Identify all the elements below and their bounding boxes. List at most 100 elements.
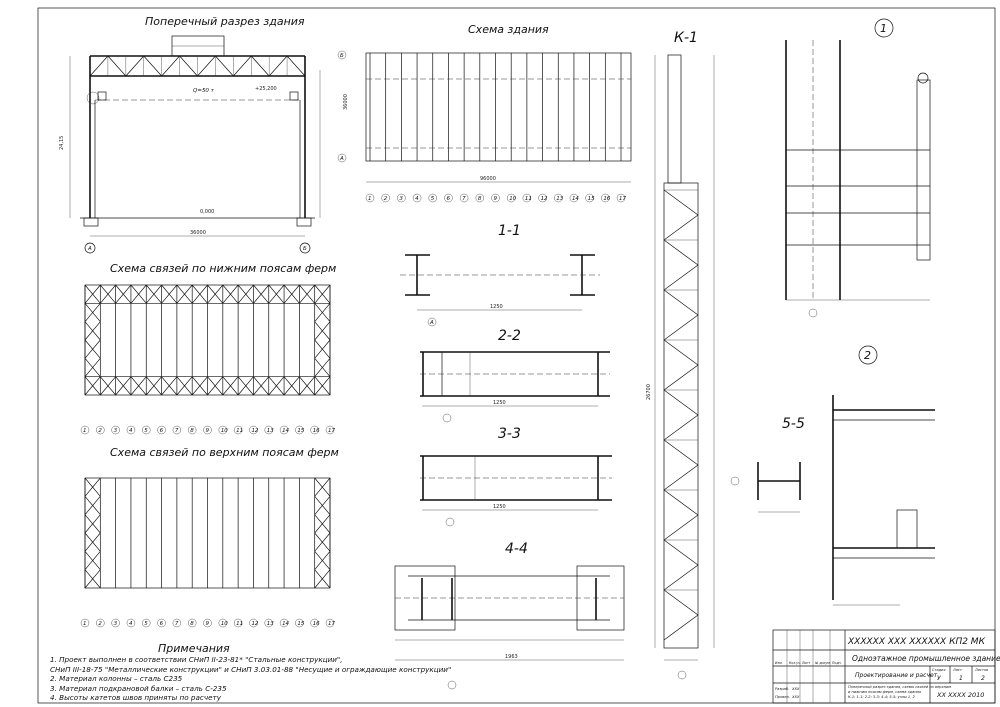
- bracing-diagonal: [237, 376, 254, 396]
- scheme-axis-bubble: [365, 193, 375, 203]
- checked-label: Провер.: [775, 695, 790, 699]
- bracing-diagonal: [314, 551, 331, 570]
- note-line-2: СНиП III-18-75 "Металлические конструкци…: [50, 664, 452, 674]
- organization: XX XXXX 2010: [936, 691, 984, 699]
- column-lattice-diagonal: [663, 289, 699, 316]
- drawing-desc-1: Поперечный разрез здания, схемы связей п…: [848, 685, 951, 689]
- bracing-axis-label: 17: [328, 621, 335, 627]
- bracing-axis-bubble: [172, 425, 182, 435]
- bracing-diagonal: [299, 376, 315, 396]
- bracing-axis-label: 11: [236, 621, 243, 627]
- truss-diagonal: [161, 55, 180, 77]
- bracing-diagonal: [145, 376, 162, 396]
- scheme-axis-bubble: [585, 193, 594, 203]
- bracing-axis-label: 10: [221, 621, 228, 627]
- truss-diagonal: [179, 55, 198, 77]
- section-2-2-title: 2-2: [498, 328, 521, 344]
- scheme-axis-row-B: Б: [340, 53, 344, 59]
- bracing-axis-label: 14: [282, 621, 289, 627]
- span-dimension: 36000: [190, 230, 206, 236]
- crane-capacity: Q=50 т: [193, 88, 215, 94]
- row-label-doc: № докум.: [814, 661, 831, 665]
- section-3-3: 3-3 1250: [420, 426, 612, 527]
- column-lattice-diagonal: [663, 614, 699, 641]
- bracing-diagonal: [253, 284, 270, 304]
- bracing-diagonal: [130, 284, 147, 304]
- bracing-axis-bubble: [80, 618, 90, 628]
- truss-diagonal: [125, 55, 145, 77]
- note-line-5: 4. Высоты катетов швов приняты по расчет…: [50, 693, 221, 703]
- bracing-diagonal: [100, 376, 116, 396]
- bracing-diagonal: [222, 376, 239, 396]
- row-label-kol: Кол.уч.: [789, 661, 801, 665]
- scheme-axis-bubble: [475, 193, 485, 203]
- section-5-5: 5-5: [730, 416, 805, 513]
- title-block-frame: [772, 629, 996, 704]
- bracing-axis-label: 1: [83, 621, 87, 627]
- developer-name: XXX: [791, 687, 800, 691]
- bracing-diagonal: [100, 284, 116, 304]
- section-1-1-width: 1250: [490, 304, 503, 310]
- developed-label: Разраб.: [775, 687, 789, 691]
- section-2-2-width: 1250: [493, 400, 506, 406]
- bracing-diagonal: [314, 284, 331, 304]
- bracing-diagonal: [268, 284, 285, 304]
- column-upper-part: [667, 54, 682, 184]
- bracing-diagonal: [84, 376, 101, 396]
- scheme-axis-label: 13: [556, 196, 563, 202]
- scheme-axis-row-A: А: [339, 156, 344, 162]
- bracing-axis-bubble: [157, 618, 166, 628]
- scheme-axis-label: 6: [446, 196, 450, 202]
- column-lattice-diagonal: [663, 489, 699, 516]
- bracing-axis-label: 17: [328, 428, 335, 434]
- bracing-axis-label: 12: [251, 428, 258, 434]
- bracing-diagonal: [268, 376, 285, 396]
- bracing-diagonal: [314, 532, 331, 552]
- row-label-list: Лист: [801, 661, 810, 665]
- column-lattice-diagonal: [663, 414, 699, 441]
- truss-diagonal: [250, 55, 270, 77]
- bracing-axis-bubble: [249, 425, 258, 435]
- section-5-5-title: 5-5: [782, 416, 805, 432]
- bracing-diagonal: [84, 551, 101, 570]
- bracing-diagonal: [283, 284, 300, 304]
- sheet-title: Проектирование и расчет: [855, 672, 938, 679]
- scheme-outline: [365, 52, 632, 162]
- bracing-diagonal: [237, 284, 254, 304]
- scheme-axis-bubble: [381, 193, 390, 203]
- bracing-axis-label: 7: [175, 428, 179, 434]
- bracing-axis-label: 16: [313, 428, 320, 434]
- scheme-axis-label: 5: [431, 196, 435, 202]
- scheme-axis-label: 4: [415, 196, 419, 202]
- column-lattice-diagonal: [663, 364, 699, 391]
- scheme-axis-label: 17: [619, 196, 626, 202]
- bracing-axis-bubble: [126, 618, 136, 628]
- stage-label: Стадия: [932, 668, 945, 672]
- section-4-4-width: 1963: [505, 654, 518, 660]
- bracing-axis-bubble: [203, 618, 212, 628]
- scheme-axis-label: 7: [462, 196, 466, 202]
- column-lattice-diagonal: [663, 214, 699, 241]
- stage-value: У: [937, 675, 941, 682]
- checker-name: XXX: [791, 695, 800, 699]
- bracing-axis-label: 13: [267, 428, 274, 434]
- note-line-1: 1. Проект выполнен в соответствии СНиП I…: [50, 655, 343, 665]
- bracing-diagonal: [314, 358, 331, 377]
- bracing-diagonal: [314, 569, 331, 589]
- truss-diagonal: [107, 55, 127, 77]
- bracing-axis-label: 1: [83, 428, 87, 434]
- bracing-diagonal: [130, 376, 147, 396]
- bracing-axis-bubble: [203, 425, 212, 435]
- bracing-axis-label: 4: [129, 621, 133, 627]
- bracing-axis-label: 11: [236, 428, 243, 434]
- section-4-4: 4-4 1963: [394, 541, 625, 690]
- bracing-diagonal: [145, 284, 162, 304]
- row-label-izm: Изм.: [775, 661, 783, 665]
- row-label-sign: Подп.: [832, 661, 842, 665]
- bracing-diagonal: [191, 284, 208, 304]
- bracing-axis-bubble: [187, 618, 197, 628]
